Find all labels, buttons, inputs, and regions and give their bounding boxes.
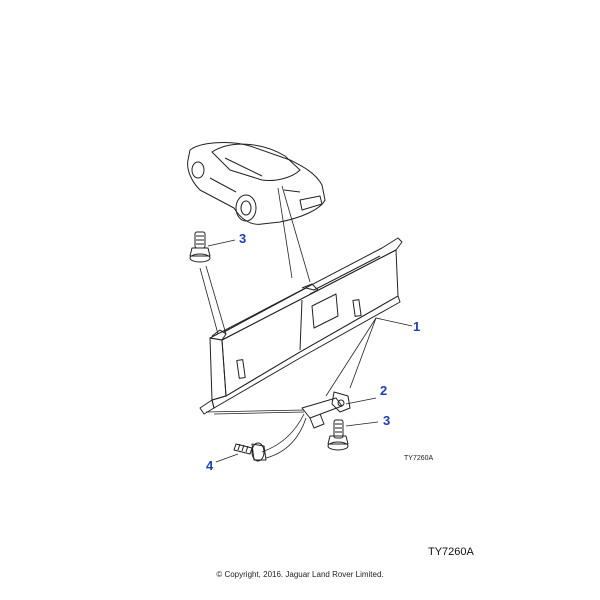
bolt-part-4	[233, 442, 267, 462]
drawing-code-small: TY7260A	[404, 455, 434, 462]
callout-leaders	[199, 239, 413, 463]
callout-4: 4	[206, 458, 214, 473]
bolt-lower-right	[327, 419, 349, 451]
bolt-upper-left	[189, 231, 211, 263]
callout-3-upper: 3	[239, 231, 247, 246]
car-leader-lines	[277, 185, 311, 283]
bracket-part	[301, 391, 351, 429]
trim-panel	[199, 237, 403, 415]
callout-1: 1	[413, 319, 421, 334]
car-illustration	[187, 142, 326, 225]
drawing-code-large: TY7260A	[428, 546, 474, 558]
callout-2: 2	[380, 383, 388, 398]
copyright-notice: © Copyright, 2016. Jaguar Land Rover Lim…	[216, 570, 384, 579]
callout-3-lower: 3	[383, 413, 391, 428]
